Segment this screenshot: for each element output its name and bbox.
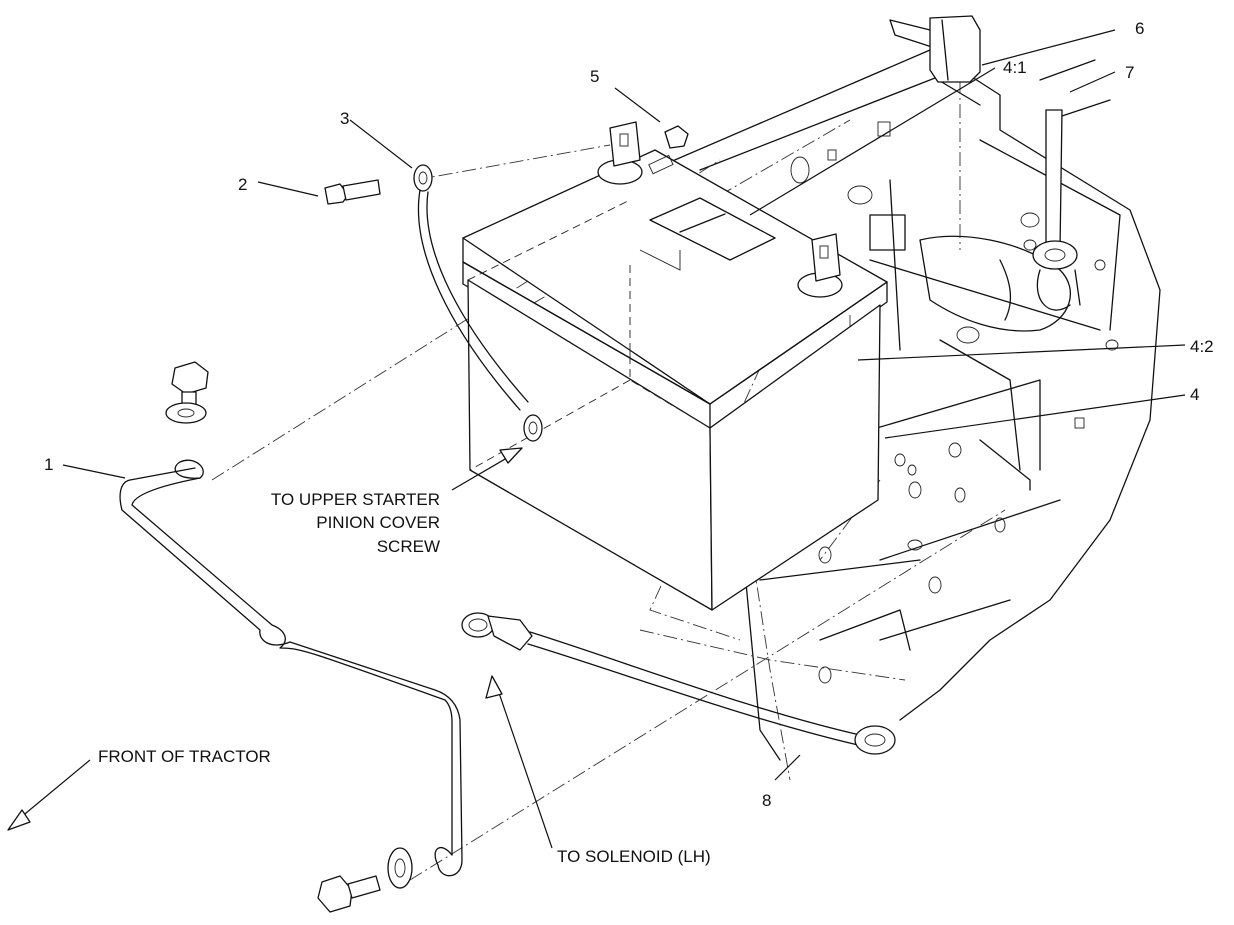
callout-5: 5 [590, 67, 599, 86]
bolt-part-2 [324, 179, 381, 205]
callout-4-2: 4:2 [1190, 337, 1214, 356]
negative-cable-part-3 [413, 164, 543, 442]
top-bolt-icon [171, 361, 209, 395]
arrow-upper-starter [451, 447, 523, 491]
callout-4-1: 4:1 [1003, 58, 1027, 77]
bottom-washer [387, 847, 413, 889]
note-solenoid: TO SOLENOID (LH) [557, 847, 711, 866]
hold-down-rod-part-7 [1032, 109, 1081, 311]
hold-down-bracket-part-1 [119, 361, 463, 913]
callout-1: 1 [44, 455, 53, 474]
nut-part-5 [664, 125, 689, 149]
battery [462, 121, 888, 611]
note-upper-starter-line2: PINION COVER [316, 513, 440, 532]
callout-8: 8 [762, 791, 771, 810]
tractor-frame [639, 49, 1161, 761]
callout-7: 7 [1125, 63, 1134, 82]
leader-lines [62, 29, 1186, 781]
arrow-solenoid [485, 675, 553, 849]
battery-terminal-positive [797, 233, 843, 298]
bottom-bolt-icon [317, 875, 353, 913]
callout-2: 2 [238, 175, 247, 194]
callout-3: 3 [340, 109, 349, 128]
note-front-of-tractor: FRONT OF TRACTOR [98, 747, 271, 766]
callout-6: 6 [1135, 19, 1144, 38]
positive-cable-part-8 [461, 612, 896, 755]
note-upper-starter-line1: TO UPPER STARTER [271, 490, 440, 509]
top-washer [165, 402, 207, 424]
battery-handle [649, 197, 776, 261]
callout-labels: 1 2 3 5 6 4:1 7 4:2 4 8 [44, 19, 1214, 810]
callout-4: 4 [1190, 385, 1199, 404]
arrow-front-of-tractor [7, 759, 91, 831]
battery-terminal-negative [597, 121, 643, 185]
note-upper-starter-line3: SCREW [377, 537, 440, 556]
note-upper-starter: TO UPPER STARTER PINION COVER SCREW [271, 490, 440, 556]
terminal-boot-part-6 [889, 15, 981, 83]
